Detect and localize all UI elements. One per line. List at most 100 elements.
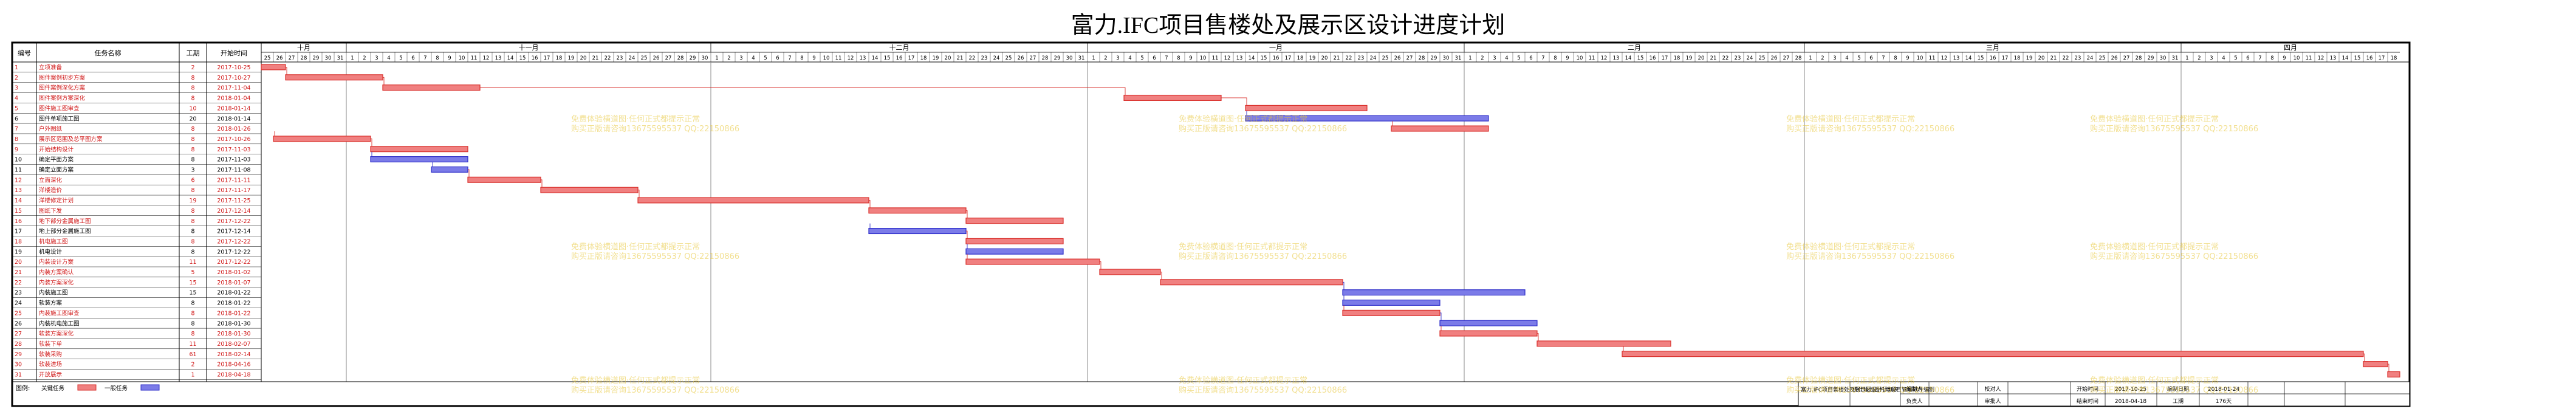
task-duration: 8: [191, 85, 194, 92]
dependency-link: [1160, 271, 1162, 280]
task-start: 2017-11-03: [217, 146, 250, 153]
day-tick-label: 6: [1529, 55, 1532, 61]
day-tick-label: 11: [1212, 55, 1219, 61]
gantt-bar: [1439, 330, 1538, 337]
day-tick-label: 14: [872, 55, 879, 61]
task-id: 9: [15, 146, 18, 153]
watermark-line: 免费体验横道图·任何正式都提示正常: [2090, 242, 2219, 252]
task-id: 15: [15, 208, 22, 215]
watermark-line: 购买正版请咨询13675595537 QQ:22150866: [1179, 385, 1347, 395]
dependency-link: [1343, 281, 1345, 290]
day-tick-label: 29: [690, 55, 696, 61]
task-id: 11: [15, 167, 22, 174]
task-name: 立面深化: [39, 176, 63, 184]
gantt-bar: [370, 146, 468, 153]
day-tick-label: 13: [1613, 55, 1620, 61]
task-duration: 8: [191, 136, 194, 143]
task-start: 2018-01-14: [217, 105, 250, 112]
day-tick-label: 29: [313, 55, 320, 61]
dependency-link: [2388, 363, 2389, 372]
day-tick-label: 9: [448, 55, 451, 61]
info-approver-label: 审批人: [1984, 398, 2001, 405]
task-name: 地下部分金属施工图: [39, 218, 91, 225]
gantt-bar: [1245, 115, 1489, 122]
task-start: 2017-11-25: [217, 198, 250, 204]
dependency-link: [2363, 353, 2365, 362]
day-tick-label: 15: [884, 55, 891, 61]
task-id: 19: [15, 249, 22, 255]
day-tick-label: 22: [969, 55, 976, 61]
day-tick-label: 5: [1857, 55, 1860, 61]
task-duration: 8: [191, 208, 194, 215]
day-tick-label: 25: [1382, 55, 1389, 61]
watermark-line: 购买正版请咨询13675595537 QQ:22150866: [571, 385, 739, 395]
task-start: 2018-01-04: [217, 95, 250, 102]
dependency-link: [371, 138, 372, 146]
watermark-line: 购买正版请咨询13675595537 QQ:22150866: [1786, 124, 1954, 134]
day-tick-label: 2: [1481, 55, 1484, 61]
watermark-line: 购买正版请咨询13675595537 QQ:22150866: [2090, 385, 2258, 395]
dependency-link: [1221, 97, 1247, 106]
dependency-link: [869, 200, 871, 208]
month-label: 一月: [1269, 44, 1283, 52]
day-tick-label: 24: [629, 55, 635, 61]
day-tick-label: 23: [981, 55, 988, 61]
day-tick-label: 16: [896, 55, 903, 61]
day-tick-label: 31: [1455, 55, 1462, 61]
day-tick-label: 14: [507, 55, 514, 61]
header-start: 开始时间: [221, 49, 247, 57]
day-tick-label: 25: [1759, 55, 1766, 61]
day-tick-label: 16: [1273, 55, 1279, 61]
task-duration: 8: [191, 187, 194, 194]
day-tick-label: 8: [800, 55, 803, 61]
day-tick-label: 31: [337, 55, 344, 61]
day-tick-label: 24: [993, 55, 1000, 61]
day-tick-label: 23: [1358, 55, 1365, 61]
gantt-bar: [1160, 279, 1343, 286]
gantt-bar: [1536, 340, 1671, 347]
header-id: 编号: [18, 49, 31, 57]
task-name: 展示区范围及总平图方案: [39, 136, 103, 143]
task-id: 27: [15, 331, 22, 337]
task-duration: 6: [191, 177, 194, 184]
info-end-label: 结束时间: [2077, 398, 2098, 405]
gantt-bar: [1123, 94, 1222, 102]
dependency-link: [480, 87, 1126, 95]
task-id: 23: [15, 290, 22, 297]
month-label: 四月: [2284, 44, 2297, 52]
day-tick-label: 18: [1674, 55, 1680, 61]
day-tick-label: 21: [1710, 55, 1717, 61]
watermark-line: 免费体验横道图·任何正式都提示正常: [1179, 242, 1307, 252]
chart-frame: [11, 41, 2411, 407]
day-tick-label: 15: [1978, 55, 1984, 61]
task-duration: 61: [189, 351, 196, 358]
day-tick-label: 28: [301, 55, 307, 61]
day-tick-label: 16: [2366, 55, 2373, 61]
task-id: 14: [15, 198, 22, 204]
day-tick-label: 12: [1941, 55, 1948, 61]
gantt-bar: [965, 258, 1100, 265]
day-tick-label: 30: [325, 55, 332, 61]
gantt-bar: [431, 166, 468, 173]
day-tick-label: 17: [908, 55, 915, 61]
day-tick-label: 9: [2283, 55, 2286, 61]
dependency-link: [1100, 261, 1101, 269]
gantt-bar: [273, 136, 371, 142]
day-tick-label: 19: [1686, 55, 1693, 61]
day-tick-label: 17: [2379, 55, 2385, 61]
info-plan: 统计规划委托单项目管理软件编制: [1852, 386, 1934, 393]
task-name: 图件单项施工图: [39, 115, 80, 122]
info-duration-label: 工期: [2173, 398, 2184, 405]
task-start: 2017-10-25: [217, 64, 250, 71]
task-id: 16: [15, 218, 22, 225]
day-tick-label: 6: [776, 55, 779, 61]
gantt-bar: [1245, 105, 1368, 111]
gantt-bar: [370, 156, 468, 163]
day-tick-label: 18: [2014, 55, 2021, 61]
day-tick-label: 15: [1637, 55, 1644, 61]
day-tick-label: 4: [1128, 55, 1131, 61]
task-id: 20: [15, 259, 22, 266]
day-tick-label: 27: [1783, 55, 1790, 61]
day-tick-label: 10: [823, 55, 830, 61]
watermark-line: 免费体验横道图·任何正式都提示正常: [571, 114, 700, 124]
